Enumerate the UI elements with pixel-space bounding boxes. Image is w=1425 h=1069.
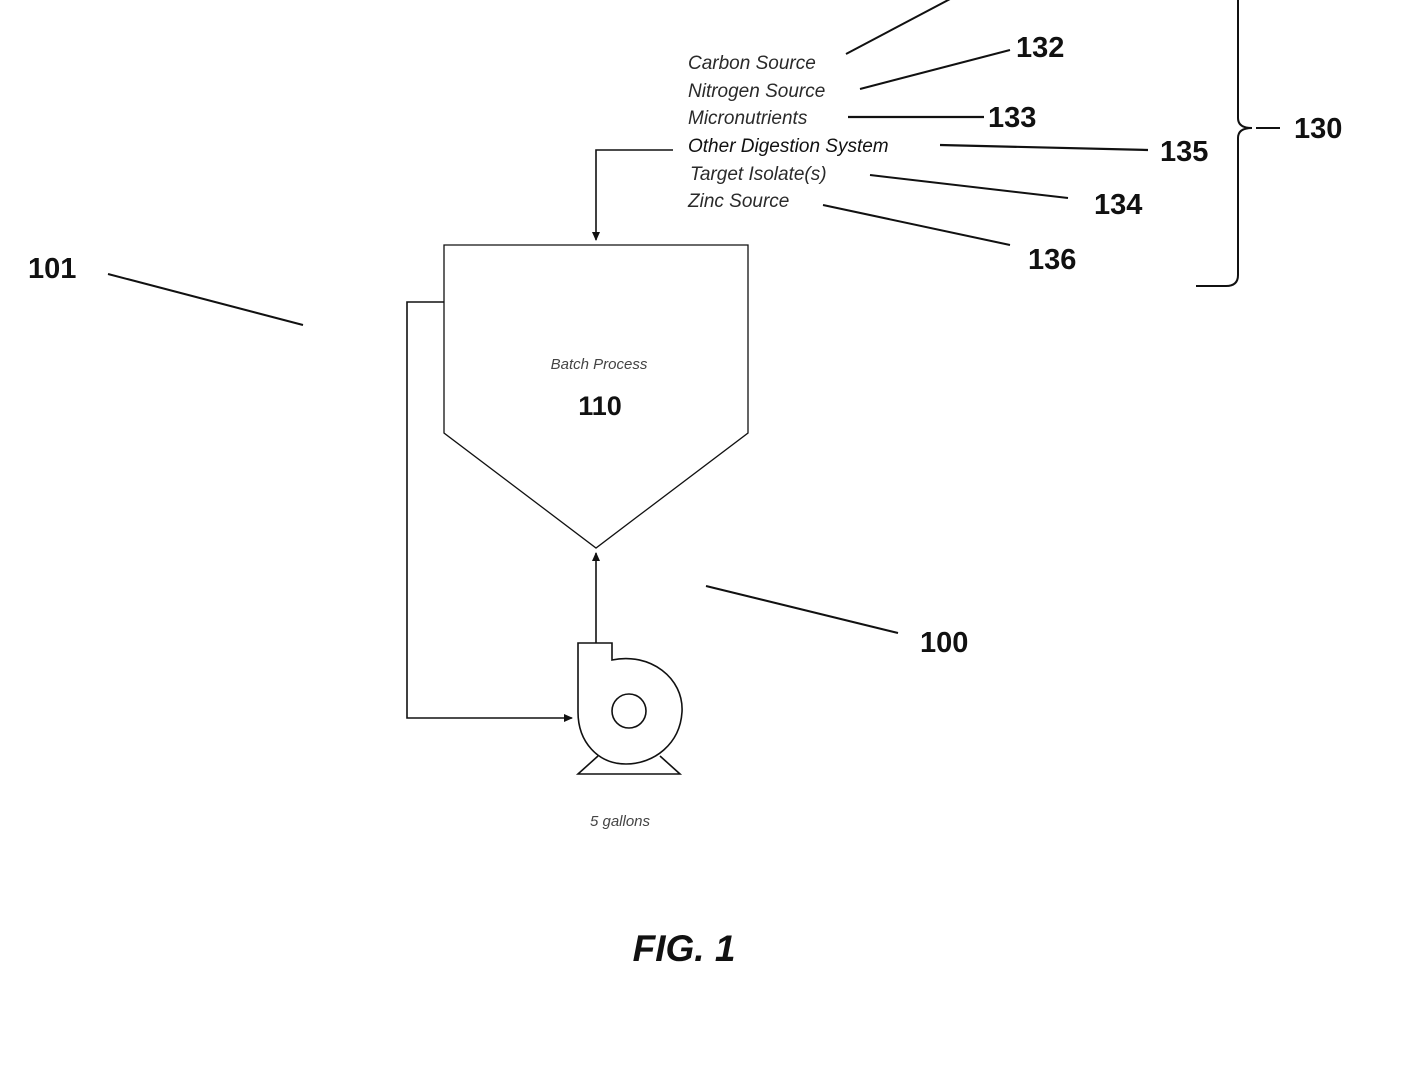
feed-arrow xyxy=(596,150,673,240)
tank-label: Batch Process xyxy=(551,356,648,373)
ingredient-other-digestion-system: Other Digestion System xyxy=(688,136,889,157)
pump-icon xyxy=(578,643,682,774)
leader-line-100 xyxy=(706,586,898,633)
body-text-cutoff: ... .. ... ... ... ... ... .. ... ... ..… xyxy=(40,1046,555,1069)
ingredient-micronutrients: Micronutrients xyxy=(688,108,808,129)
tank-ref-numeral: 110 xyxy=(578,391,622,421)
ingredient-carbon-source: Carbon Source xyxy=(688,53,816,74)
leader-line-other-digestion xyxy=(940,145,1148,150)
ref-numeral-130: 130 xyxy=(1294,113,1342,145)
figure-caption: FIG. 1 xyxy=(633,928,736,969)
ingredient-nitrogen-source: Nitrogen Source xyxy=(688,81,825,102)
ref-numeral-132: 132 xyxy=(1016,32,1064,64)
leader-line-101 xyxy=(108,274,303,325)
ref-numeral-134: 134 xyxy=(1094,189,1142,221)
ref-numeral-133: 133 xyxy=(988,102,1036,134)
ref-numeral-136: 136 xyxy=(1028,244,1076,276)
ingredient-zinc-source: Zinc Source xyxy=(687,191,789,212)
pump-capacity-label: 5 gallons xyxy=(590,813,651,830)
ref-numeral-101: 101 xyxy=(28,253,76,285)
leader-line-carbon xyxy=(846,0,952,54)
leader-line-zinc xyxy=(823,205,1010,245)
leader-line-target-isolates xyxy=(870,175,1068,198)
ref-numeral-100: 100 xyxy=(920,627,968,659)
ingredient-target-isolates: Target Isolate(s) xyxy=(690,164,827,185)
ref-numeral-135: 135 xyxy=(1160,136,1208,168)
leader-line-nitrogen xyxy=(860,50,1010,89)
recirculation-line xyxy=(407,302,572,718)
